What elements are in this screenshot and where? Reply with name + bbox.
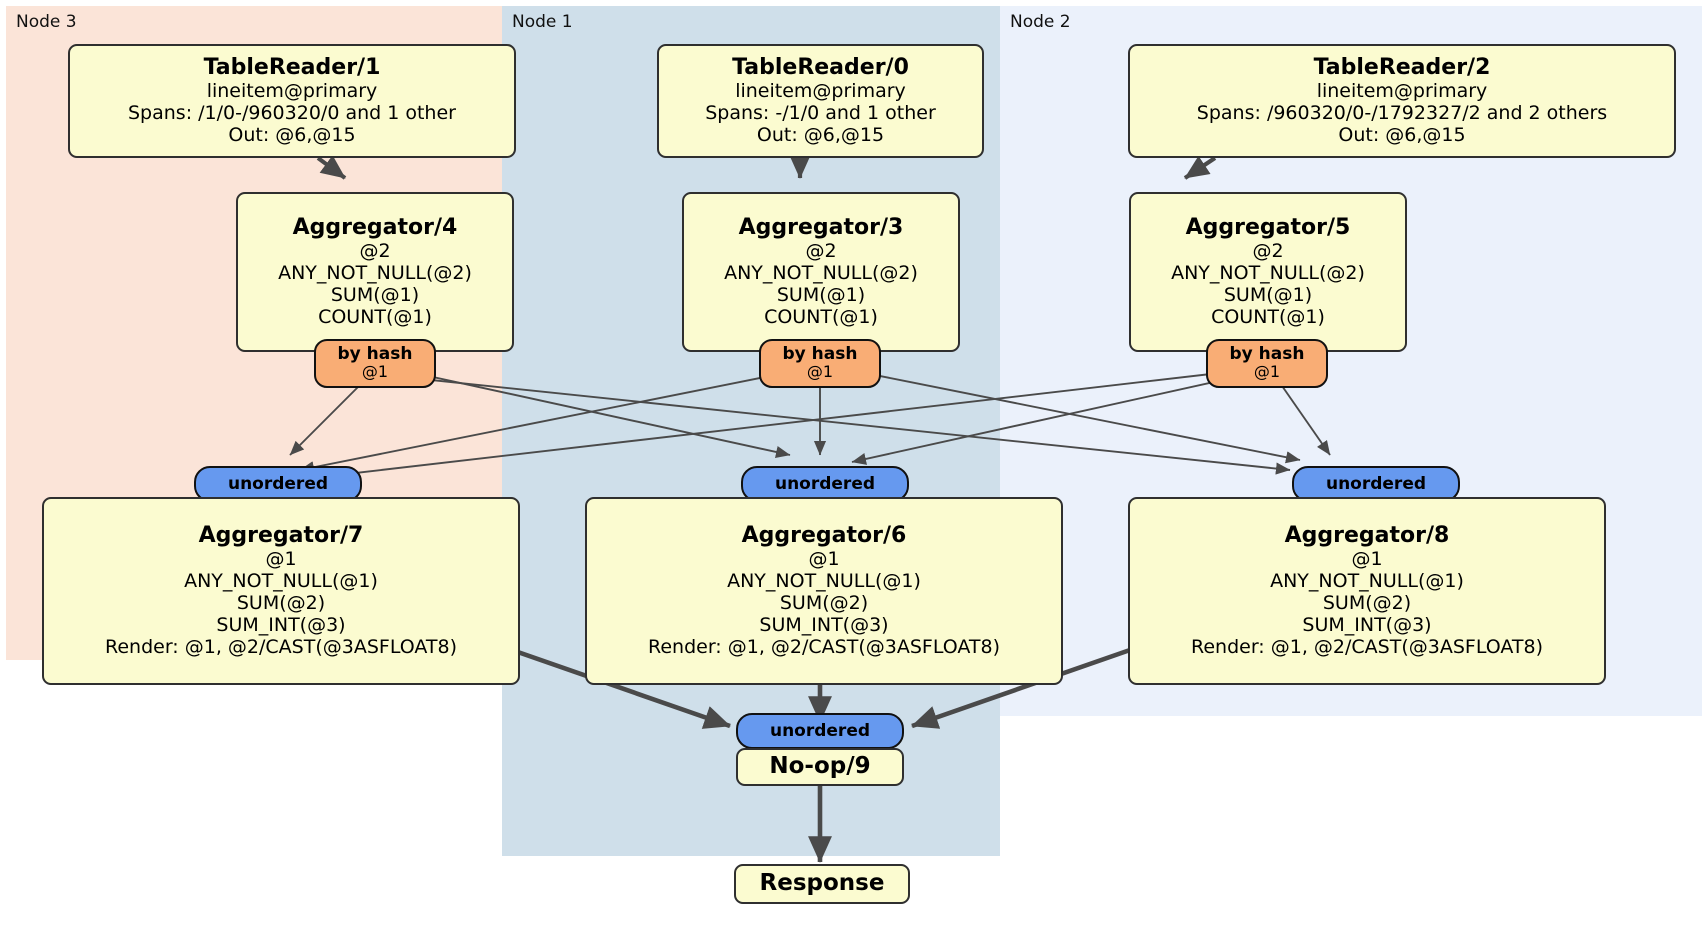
box-noop-9[interactable]: No-op/9 bbox=[736, 748, 904, 786]
box-line: @2 bbox=[1252, 240, 1284, 263]
hash-router-right[interactable]: by hash @1 bbox=[1206, 339, 1328, 388]
box-aggregator-5[interactable]: Aggregator/5 @2 ANY_NOT_NULL(@2) SUM(@1)… bbox=[1129, 192, 1407, 352]
box-aggregator-6[interactable]: Aggregator/6 @1 ANY_NOT_NULL(@1) SUM(@2)… bbox=[585, 497, 1063, 685]
panel-node3-label: Node 3 bbox=[16, 12, 77, 32]
panel-node1-label: Node 1 bbox=[512, 12, 573, 32]
box-title: Aggregator/8 bbox=[1284, 522, 1450, 548]
box-line: SUM(@2) bbox=[1322, 592, 1412, 615]
box-line: @2 bbox=[805, 240, 837, 263]
box-aggregator-4[interactable]: Aggregator/4 @2 ANY_NOT_NULL(@2) SUM(@1)… bbox=[236, 192, 514, 352]
box-title: Aggregator/7 bbox=[198, 522, 364, 548]
box-line: SUM_INT(@3) bbox=[759, 614, 889, 637]
box-line: ANY_NOT_NULL(@2) bbox=[724, 262, 918, 285]
box-line: ANY_NOT_NULL(@1) bbox=[184, 570, 378, 593]
box-line: Out: @6,@15 bbox=[228, 124, 356, 147]
hash-router-column: @1 bbox=[361, 362, 389, 382]
box-line: SUM(@1) bbox=[330, 284, 420, 307]
hash-router-mid[interactable]: by hash @1 bbox=[759, 339, 881, 388]
synchronizer-label: unordered bbox=[769, 720, 871, 741]
box-line: ANY_NOT_NULL(@2) bbox=[1171, 262, 1365, 285]
box-line: @1 bbox=[808, 548, 840, 571]
box-title: Aggregator/3 bbox=[738, 214, 904, 240]
synchronizer-label: unordered bbox=[774, 473, 876, 494]
box-aggregator-3[interactable]: Aggregator/3 @2 ANY_NOT_NULL(@2) SUM(@1)… bbox=[682, 192, 960, 352]
box-line: Render: @1, @2/CAST(@3ASFLOAT8) bbox=[1191, 636, 1543, 659]
box-tablereader-2[interactable]: TableReader/2 lineitem@primary Spans: /9… bbox=[1128, 44, 1676, 158]
box-line: @1 bbox=[1351, 548, 1383, 571]
box-title: TableReader/1 bbox=[203, 54, 381, 80]
box-line: lineitem@primary bbox=[735, 80, 906, 103]
hash-router-label: by hash bbox=[337, 344, 413, 365]
box-line: SUM(@1) bbox=[1223, 284, 1313, 307]
box-line: @1 bbox=[265, 548, 297, 571]
box-line: Spans: /1/0-/960320/0 and 1 other bbox=[128, 102, 456, 125]
box-response[interactable]: Response bbox=[734, 864, 910, 904]
hash-router-left[interactable]: by hash @1 bbox=[314, 339, 436, 388]
synchronizer-label: unordered bbox=[227, 473, 329, 494]
box-line: lineitem@primary bbox=[206, 80, 378, 103]
synchronizer-right[interactable]: unordered bbox=[1292, 466, 1460, 502]
box-title: No-op/9 bbox=[769, 753, 871, 780]
box-line: Out: @6,@15 bbox=[756, 124, 885, 147]
box-aggregator-8[interactable]: Aggregator/8 @1 ANY_NOT_NULL(@1) SUM(@2)… bbox=[1128, 497, 1606, 685]
box-line: lineitem@primary bbox=[1316, 80, 1488, 103]
hash-router-label: by hash bbox=[782, 344, 858, 365]
box-title: Response bbox=[759, 870, 885, 897]
box-title: Aggregator/4 bbox=[292, 214, 458, 240]
box-line: COUNT(@1) bbox=[318, 306, 432, 329]
hash-router-column: @1 bbox=[1253, 362, 1281, 382]
box-title: TableReader/2 bbox=[1313, 54, 1491, 80]
box-line: SUM(@1) bbox=[776, 284, 866, 307]
box-line: Render: @1, @2/CAST(@3ASFLOAT8) bbox=[105, 636, 457, 659]
synchronizer-label: unordered bbox=[1325, 473, 1427, 494]
box-line: SUM(@2) bbox=[236, 592, 326, 615]
box-line: COUNT(@1) bbox=[764, 306, 878, 329]
box-line: SUM_INT(@3) bbox=[1302, 614, 1432, 637]
box-line: ANY_NOT_NULL(@1) bbox=[727, 570, 921, 593]
box-line: SUM(@2) bbox=[779, 592, 869, 615]
box-line: COUNT(@1) bbox=[1211, 306, 1325, 329]
box-line: Render: @1, @2/CAST(@3ASFLOAT8) bbox=[648, 636, 1000, 659]
box-line: ANY_NOT_NULL(@2) bbox=[278, 262, 472, 285]
panel-node2-label: Node 2 bbox=[1010, 12, 1071, 32]
box-tablereader-1[interactable]: TableReader/1 lineitem@primary Spans: /1… bbox=[68, 44, 516, 158]
box-title: TableReader/0 bbox=[732, 54, 909, 80]
box-tablereader-0[interactable]: TableReader/0 lineitem@primary Spans: -/… bbox=[657, 44, 984, 158]
box-title: Aggregator/5 bbox=[1185, 214, 1351, 240]
hash-router-column: @1 bbox=[806, 362, 834, 382]
box-line: Spans: -/1/0 and 1 other bbox=[705, 102, 936, 125]
box-line: Out: @6,@15 bbox=[1338, 124, 1466, 147]
box-line: Spans: /960320/0-/1792327/2 and 2 others bbox=[1196, 102, 1608, 125]
synchronizer-final[interactable]: unordered bbox=[736, 713, 904, 749]
box-line: @2 bbox=[359, 240, 391, 263]
hash-router-label: by hash bbox=[1229, 344, 1305, 365]
box-title: Aggregator/6 bbox=[741, 522, 907, 548]
box-line: ANY_NOT_NULL(@1) bbox=[1270, 570, 1464, 593]
box-aggregator-7[interactable]: Aggregator/7 @1 ANY_NOT_NULL(@1) SUM(@2)… bbox=[42, 497, 520, 685]
box-line: SUM_INT(@3) bbox=[216, 614, 346, 637]
